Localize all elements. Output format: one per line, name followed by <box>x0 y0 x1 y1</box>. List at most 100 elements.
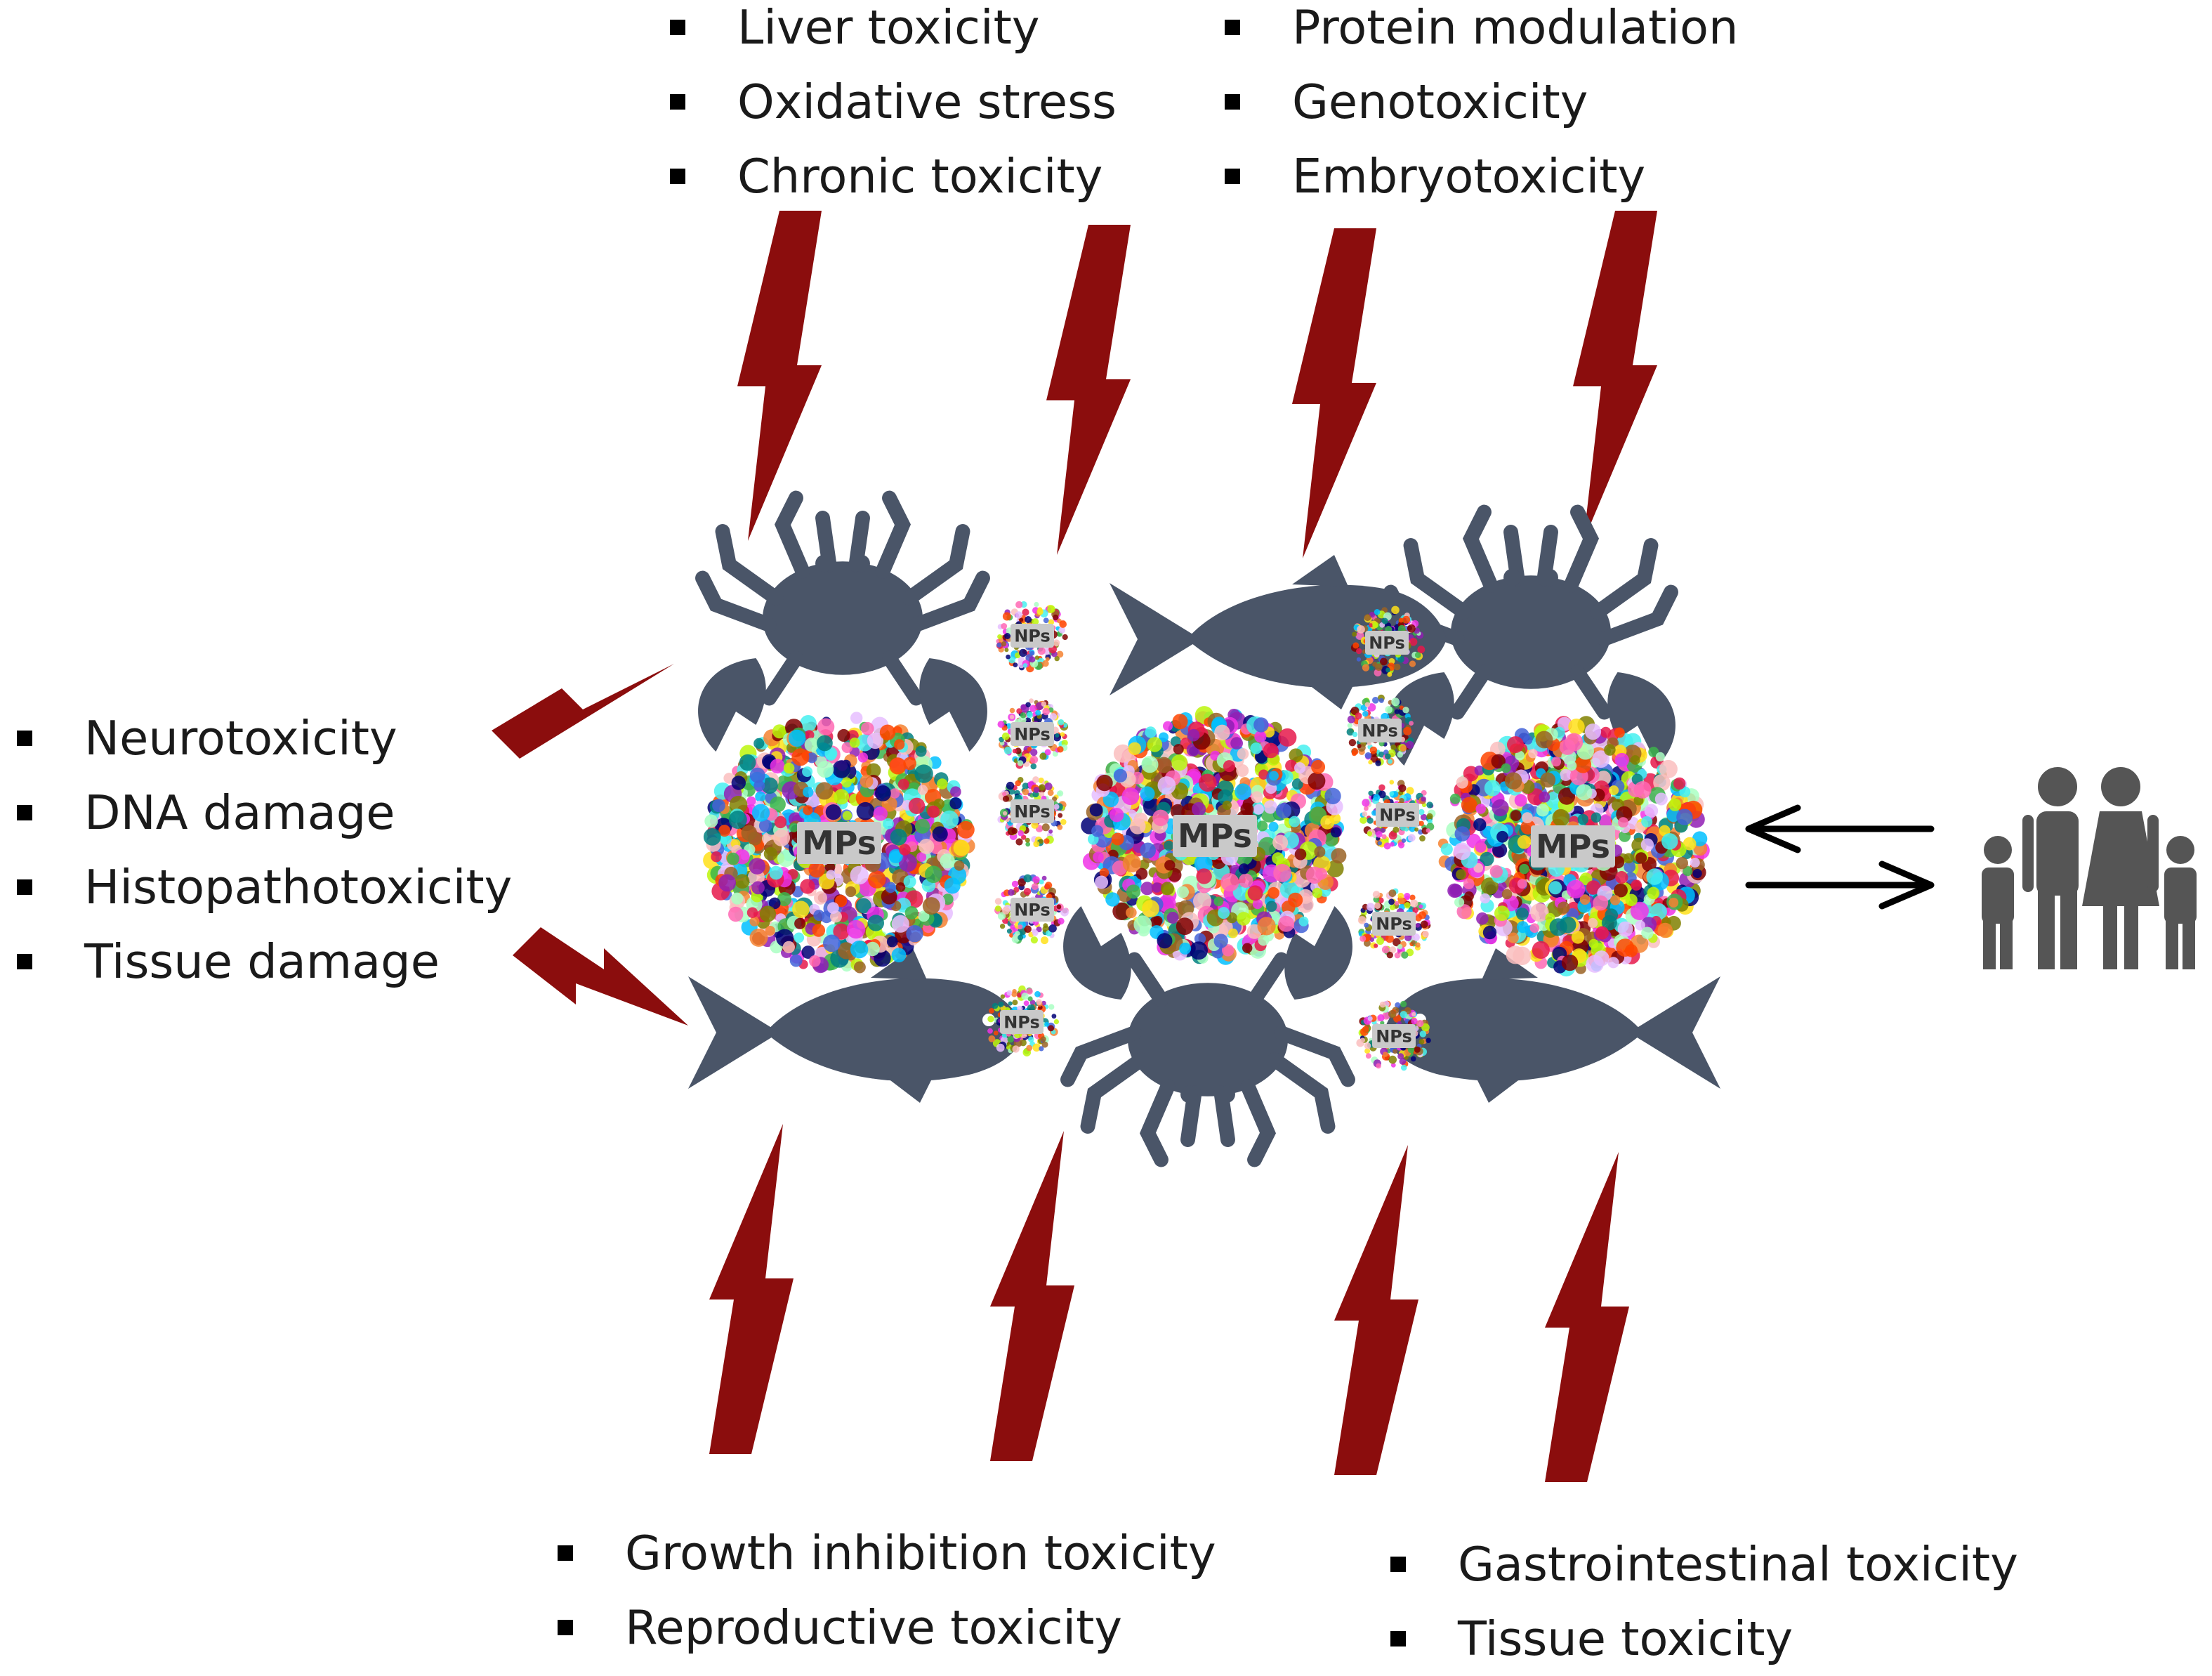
nanoplastic-particle: NPs <box>996 601 1068 673</box>
nanoplastic-label: NPs <box>1003 1012 1040 1032</box>
microplastic-label: MPs <box>1536 827 1610 865</box>
crab-icon <box>698 498 987 752</box>
nanoplastic-particle: NPs <box>997 776 1067 848</box>
effect-text: Genotoxicity <box>1292 74 1588 129</box>
nanoplastic-label: NPs <box>1362 721 1398 740</box>
bullet-icon <box>17 879 32 895</box>
effect-item: Liver toxicity <box>660 0 1117 65</box>
lightning-bolt-icon <box>513 927 688 1026</box>
nanoplastic-particle: NPs <box>1357 888 1431 959</box>
exchange-arrows-icon <box>1745 804 1935 910</box>
effect-item: Growth inhibition toxicity <box>548 1516 1216 1590</box>
particle-label-bg <box>1173 815 1257 857</box>
nanoplastic-label: NPs <box>1376 1026 1412 1046</box>
effect-text: Reproductive toxicity <box>625 1600 1123 1655</box>
lightning-bolt-icon <box>737 211 822 541</box>
nanoplastic-particle: NPs <box>1356 1000 1431 1071</box>
bullet-icon <box>670 94 685 110</box>
particle-label-bg <box>1372 1024 1416 1048</box>
particle-label-bg <box>1010 799 1054 823</box>
nanoplastic-label: NPs <box>1379 805 1416 825</box>
effect-text: DNA damage <box>84 785 395 840</box>
effect-text: Gastrointestinal toxicity <box>1458 1537 2018 1592</box>
nanoplastic-particle: NPs <box>1350 605 1426 677</box>
effect-item: DNA damage <box>7 775 512 850</box>
bullet-icon <box>1225 20 1240 35</box>
lightning-bolt-icon <box>709 1124 794 1454</box>
family-icon <box>1982 767 2197 969</box>
lightning-bolt-icon <box>990 1131 1074 1461</box>
effect-text: Protein modulation <box>1292 0 1739 55</box>
effect-text: Tissue damage <box>84 934 440 989</box>
particle-label-bg <box>1531 825 1615 868</box>
nanoplastic-label: NPs <box>1014 801 1051 821</box>
lightning-bolt-icon <box>492 664 674 759</box>
effect-text: Chronic toxicity <box>737 149 1103 204</box>
nanoplastic-particle: NPs <box>994 874 1069 945</box>
effect-text: Tissue toxicity <box>1458 1611 1793 1666</box>
microplastic-label: MPs <box>1178 817 1252 855</box>
effect-item: Gastrointestinal toxicity <box>1381 1527 2018 1602</box>
microplastic-particle: MPs <box>703 712 975 974</box>
effect-item: Chronic toxicity <box>660 139 1117 214</box>
effect-text: Liver toxicity <box>737 0 1040 55</box>
bullet-icon <box>670 169 685 184</box>
nanoplastic-label: NPs <box>1014 724 1051 744</box>
effect-item: Oxidative stress <box>660 65 1117 139</box>
particle-label-bg <box>1010 898 1054 922</box>
particle-label-bg <box>1010 624 1054 648</box>
particle-label-bg <box>1376 803 1419 827</box>
effect-item: Tissue damage <box>7 924 512 999</box>
particle-label-bg <box>797 822 881 864</box>
nanoplastic-particle: NPs <box>987 985 1059 1056</box>
nanoplastic-label: NPs <box>1014 900 1051 919</box>
bullet-icon <box>1390 1557 1406 1572</box>
lightning-bolt-icon <box>1545 1152 1629 1482</box>
effect-text: Growth inhibition toxicity <box>625 1526 1216 1580</box>
microplastic-particle: MPs <box>1081 706 1347 965</box>
bullet-icon <box>17 731 32 746</box>
effect-item: Histopathotoxicity <box>7 850 512 924</box>
nanoplastic-label: NPs <box>1369 633 1405 653</box>
bullet-icon <box>558 1620 573 1635</box>
lightning-bolt-icon <box>1334 1145 1418 1475</box>
bullet-icon <box>1390 1631 1406 1646</box>
effect-text: Embryotoxicity <box>1292 149 1646 204</box>
effect-item: Genotoxicity <box>1215 65 1738 139</box>
bullet-icon <box>1225 169 1240 184</box>
lightning-bolt-icon <box>1292 228 1376 558</box>
effect-item: Neurotoxicity <box>7 701 512 775</box>
nanoplastic-particle: NPs <box>1346 694 1414 766</box>
microplastic-particle: MPs <box>1437 716 1710 977</box>
nanoplastic-label: NPs <box>1376 914 1412 934</box>
effect-item: Reproductive toxicity <box>548 1590 1216 1665</box>
effect-item: Tissue toxicity <box>1381 1602 2018 1676</box>
effect-text: Histopathotoxicity <box>84 860 513 915</box>
effect-item: Embryotoxicity <box>1215 139 1738 214</box>
lightning-bolt-icon <box>1573 211 1657 541</box>
particle-label-bg <box>1358 719 1402 742</box>
particle-label-bg <box>1000 1010 1044 1034</box>
lightning-bolt-icon <box>1046 225 1131 555</box>
bullet-icon <box>1225 94 1240 110</box>
nanoplastic-particle: NPs <box>1360 780 1436 850</box>
bullet-icon <box>17 805 32 820</box>
effect-text: Oxidative stress <box>737 74 1117 129</box>
effect-text: Neurotoxicity <box>84 711 397 766</box>
particle-label-bg <box>1372 912 1416 936</box>
nanoplastic-particle: NPs <box>997 698 1069 770</box>
bullet-icon <box>17 954 32 969</box>
bullet-icon <box>670 20 685 35</box>
particle-label-bg <box>1365 631 1409 655</box>
bullet-icon <box>558 1545 573 1561</box>
nanoplastic-label: NPs <box>1014 626 1051 646</box>
fish-icon <box>1383 948 1720 1103</box>
microplastic-label: MPs <box>802 824 876 862</box>
